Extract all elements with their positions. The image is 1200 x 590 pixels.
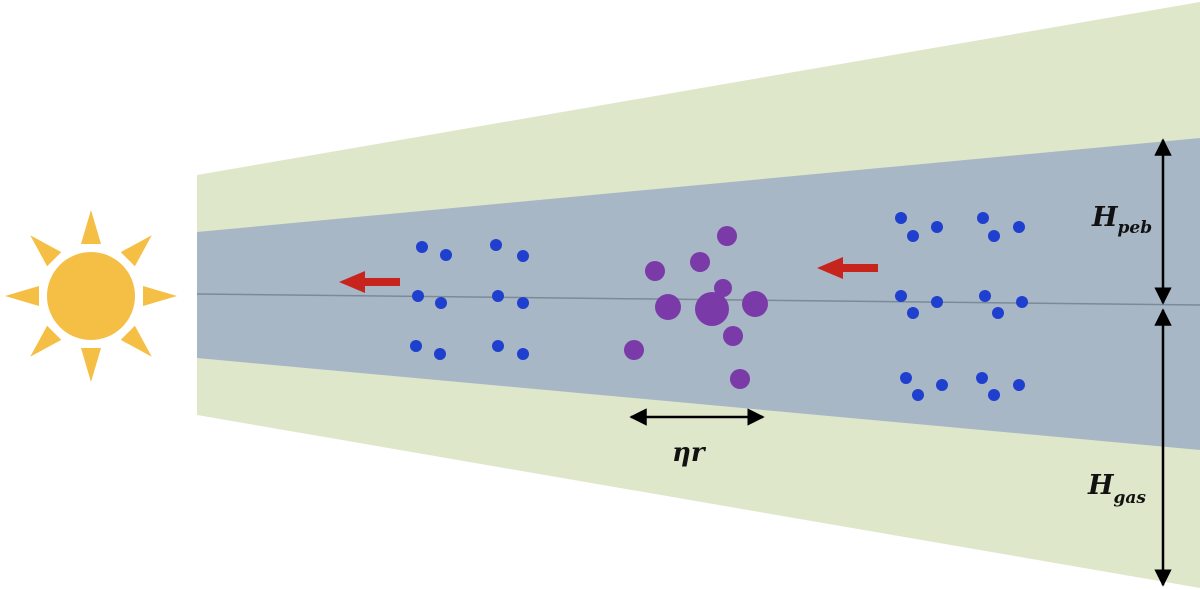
h-gas-label: Hgas	[1087, 470, 1146, 508]
large-pebble	[714, 279, 732, 297]
small-pebble	[988, 389, 1000, 401]
small-pebble	[992, 307, 1004, 319]
small-pebble	[440, 249, 452, 261]
pebble-layer	[197, 138, 1200, 450]
left-arrow-icon	[339, 271, 400, 293]
small-pebble	[977, 212, 989, 224]
large-pebble	[717, 226, 737, 246]
large-pebble	[645, 261, 665, 281]
large-pebble	[695, 292, 729, 326]
small-pebble	[931, 221, 943, 233]
large-pebble	[655, 294, 681, 320]
small-pebble	[517, 250, 529, 262]
h-peb-label-main: H	[1091, 202, 1119, 233]
sun-ray	[30, 325, 62, 357]
small-pebble-group	[410, 212, 1028, 401]
small-pebble	[895, 290, 907, 302]
h-peb-label: Hpeb	[1091, 202, 1152, 238]
h-gas-label-main: H	[1087, 470, 1115, 501]
small-pebble	[1013, 379, 1025, 391]
small-pebble	[912, 389, 924, 401]
small-pebble	[931, 296, 943, 308]
small-pebble	[434, 348, 446, 360]
sun-ray	[30, 235, 62, 267]
small-pebble	[895, 212, 907, 224]
sun-ray	[143, 285, 177, 307]
large-pebble	[690, 252, 710, 272]
small-pebble	[900, 372, 912, 384]
sun-ray	[80, 348, 102, 382]
large-pebble	[742, 291, 768, 317]
small-pebble	[907, 307, 919, 319]
sun-ray	[80, 210, 102, 244]
left-arrow-icon	[817, 257, 878, 279]
small-pebble	[490, 239, 502, 251]
h-gas-label-sub: gas	[1114, 488, 1147, 508]
large-pebble	[723, 326, 743, 346]
large-pebble-cluster	[624, 226, 768, 389]
h-peb-label-sub: peb	[1118, 218, 1153, 238]
small-pebble	[416, 241, 428, 253]
small-pebble	[1013, 221, 1025, 233]
small-pebble	[988, 230, 1000, 242]
small-pebble	[435, 297, 447, 309]
small-pebble	[1016, 296, 1028, 308]
small-pebble	[492, 290, 504, 302]
small-pebble	[936, 379, 948, 391]
small-pebble	[976, 372, 988, 384]
large-pebble	[624, 340, 644, 360]
eta-r-label: ηr	[672, 438, 707, 468]
small-pebble	[492, 340, 504, 352]
sun-ray	[120, 235, 152, 267]
small-pebble	[517, 348, 529, 360]
large-pebble	[730, 369, 750, 389]
small-pebble	[517, 297, 529, 309]
small-pebble	[907, 230, 919, 242]
small-pebble	[979, 290, 991, 302]
sun-ray	[5, 285, 39, 307]
sun-ray	[120, 325, 152, 357]
small-pebble	[412, 290, 424, 302]
small-pebble	[410, 340, 422, 352]
sun-icon	[5, 210, 177, 382]
